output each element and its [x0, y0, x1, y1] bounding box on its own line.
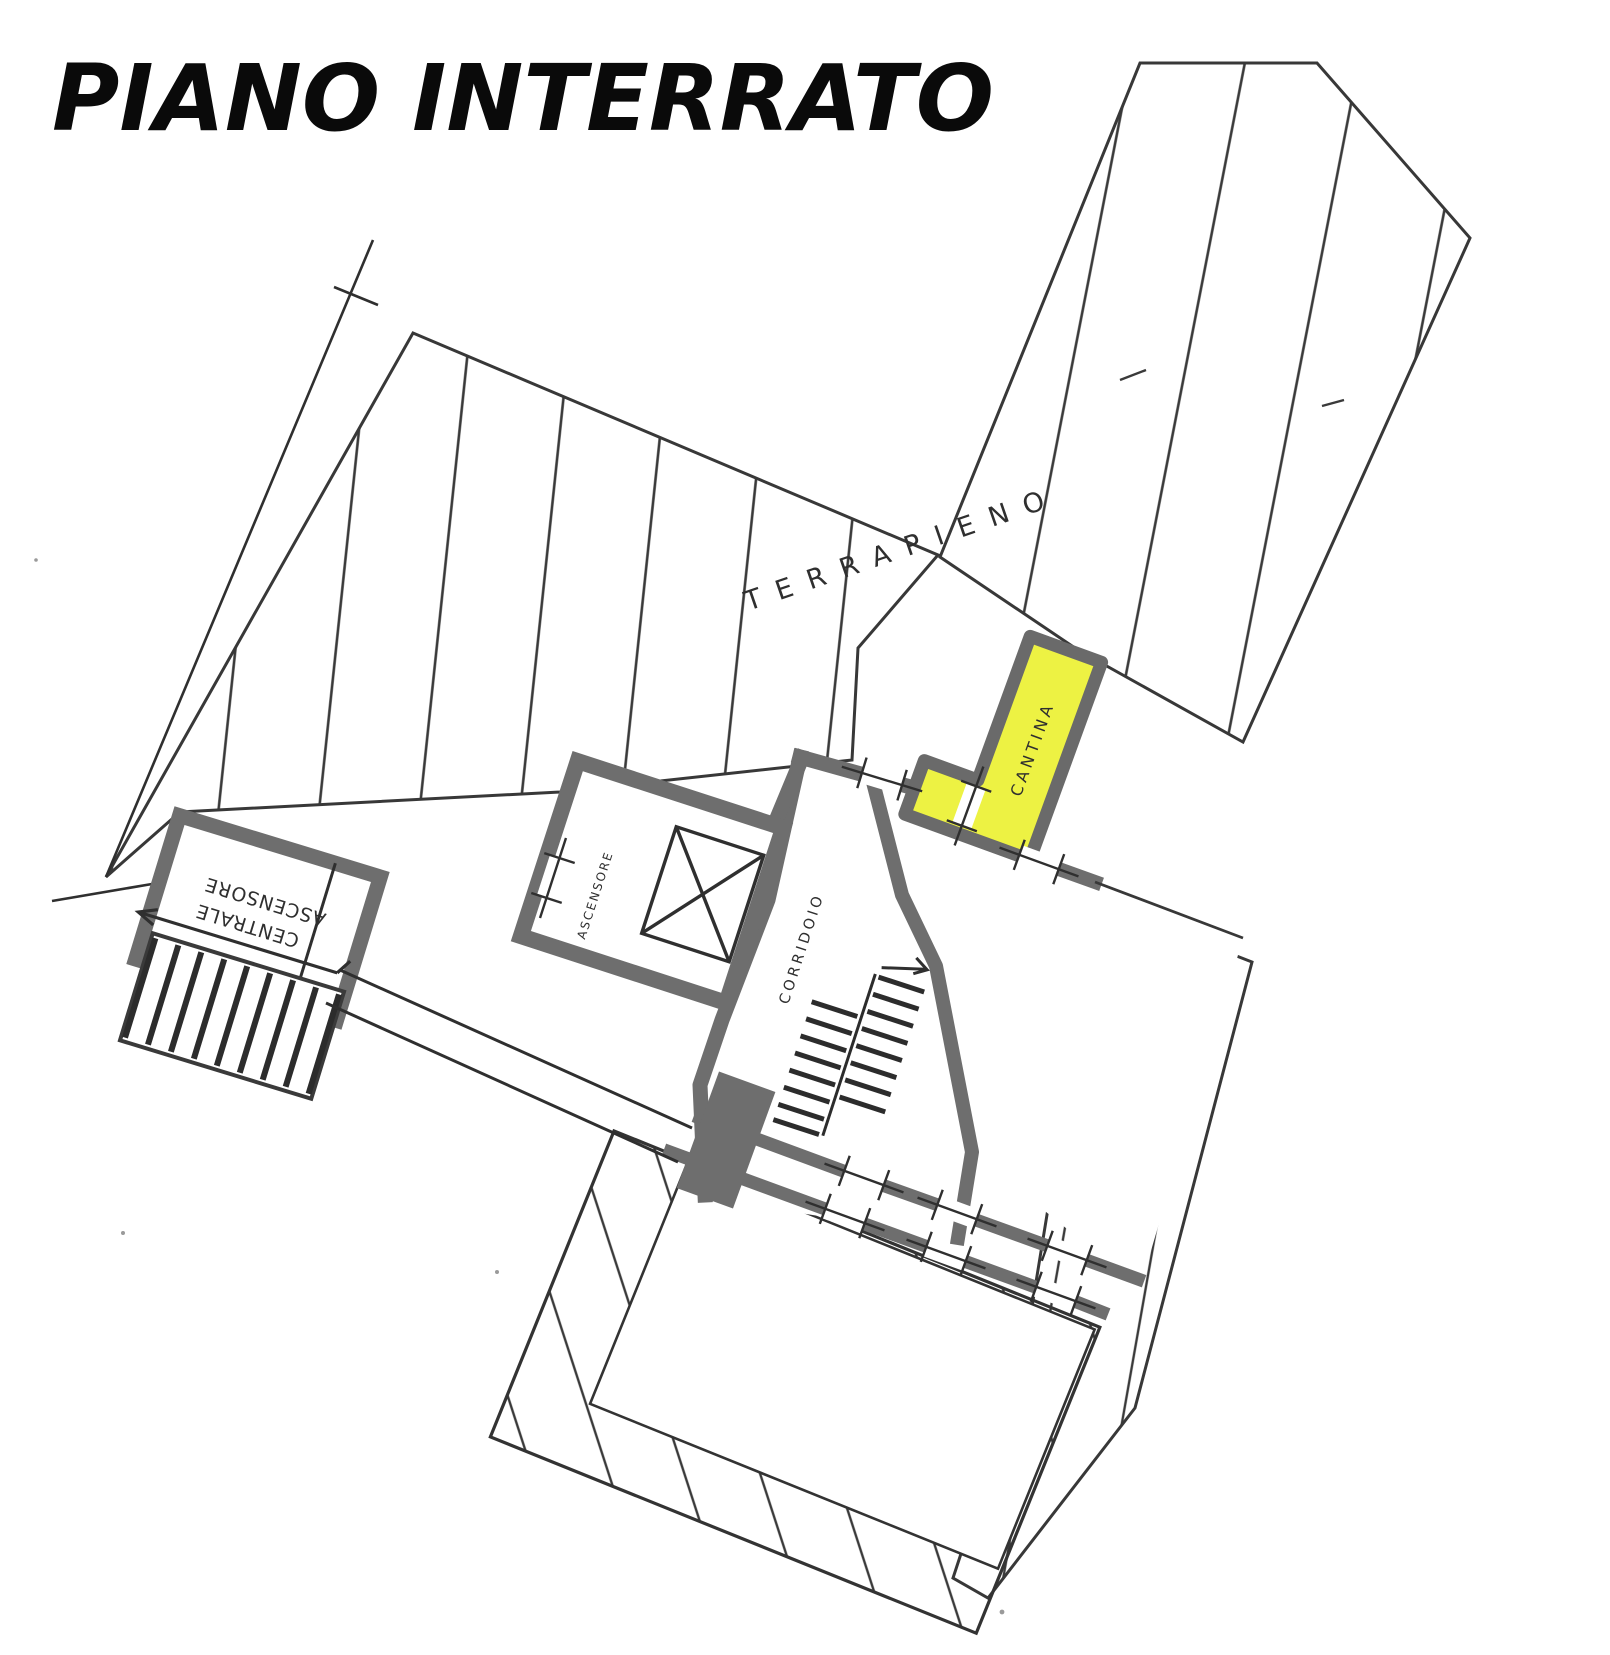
corridor-corner-pier	[676, 1071, 776, 1209]
elevator-shaft-icon	[639, 824, 766, 964]
page-title: PIANO INTERRATO	[52, 45, 994, 152]
cantina-room: CANTINA	[898, 629, 1109, 867]
boundary-tick-lower	[51, 882, 153, 903]
ramp-walkway-lines	[325, 968, 693, 1164]
lower-building-block	[488, 1128, 1102, 1636]
cantina-highlight-shape	[898, 629, 1109, 867]
terrapieno-hatch-band-upper-right	[938, 61, 1472, 745]
stair-direction-arrow	[881, 956, 930, 976]
construction-dashes	[1119, 368, 1345, 408]
boundary-tick-upper	[333, 285, 379, 307]
scan-specks	[34, 558, 1005, 1615]
right-room-floor	[874, 786, 1243, 1288]
corridor-floor	[700, 758, 972, 1238]
elevator-lobby: ASCENSORE	[510, 751, 794, 1013]
left-staircase	[117, 908, 352, 1102]
central-staircase	[772, 956, 930, 1137]
boundary-reference-line	[51, 239, 379, 903]
terrapieno-hatch-band-upper-left	[104, 331, 941, 879]
right-room-edge-line	[1094, 880, 1244, 940]
lower-block-room	[588, 1162, 1097, 1571]
stair-direction-arrow	[134, 908, 352, 975]
